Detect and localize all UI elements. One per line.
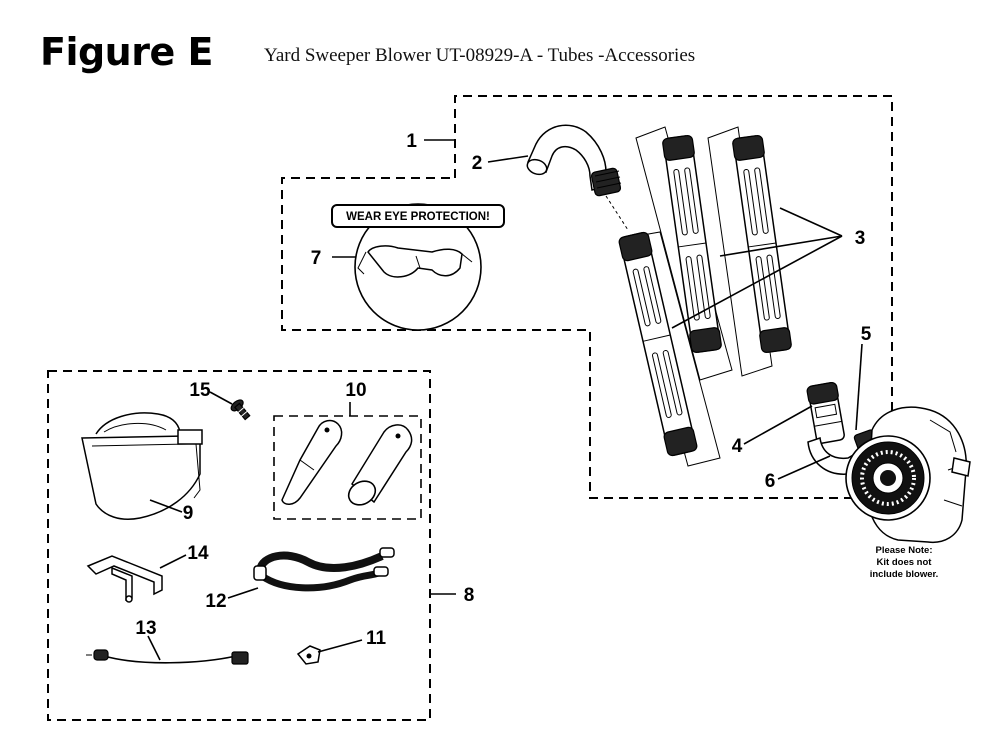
callout-7: 7 <box>311 248 322 269</box>
u-handle <box>86 555 163 603</box>
round-nozzle <box>347 424 413 506</box>
callout-11: 11 <box>366 628 387 649</box>
kit-1-outline <box>281 95 893 499</box>
tube-guide-left <box>635 126 733 381</box>
clip <box>296 645 321 665</box>
callout-9: 9 <box>183 503 194 524</box>
callout-12: 12 <box>205 591 226 612</box>
adapter-tube <box>806 382 845 444</box>
nozzle-group-outline <box>273 415 422 520</box>
callout-5: 5 <box>861 324 872 345</box>
extension-tube-b <box>662 135 722 353</box>
note-line-2: Kit does not <box>877 557 933 568</box>
flat-nozzle <box>281 419 343 505</box>
callout-15: 15 <box>189 380 211 401</box>
warning-label: WEAR EYE PROTECTION! <box>346 211 490 223</box>
callout-10: 10 <box>345 380 366 401</box>
note-line-3: include blower. <box>870 569 939 580</box>
callout-6: 6 <box>765 471 776 492</box>
callout-8: 8 <box>464 585 475 606</box>
debris-shield <box>81 412 203 520</box>
extension-tube-c <box>732 135 792 353</box>
warning-label-box <box>331 204 505 228</box>
kit-8-outline <box>47 370 431 721</box>
callout-14: 14 <box>187 543 209 564</box>
safety-glasses <box>331 203 505 331</box>
callout-13: 13 <box>135 618 156 639</box>
ignition-cable <box>86 649 249 665</box>
callout-3: 3 <box>855 228 866 249</box>
leader-lines <box>147 139 863 661</box>
screw <box>230 399 251 421</box>
callout-2: 2 <box>472 153 483 174</box>
blower-unit <box>845 406 971 544</box>
figure-subtitle: Yard Sweeper Blower UT-08929-A - Tubes -… <box>264 45 696 66</box>
shoulder-strap <box>253 547 395 592</box>
elbow-tube <box>526 124 622 197</box>
note-line-1: Please Note: <box>875 545 932 556</box>
callout-1: 1 <box>406 131 417 152</box>
figure-title: Figure E <box>40 30 213 74</box>
extension-tube-a <box>618 231 698 457</box>
callout-4: 4 <box>732 436 743 457</box>
